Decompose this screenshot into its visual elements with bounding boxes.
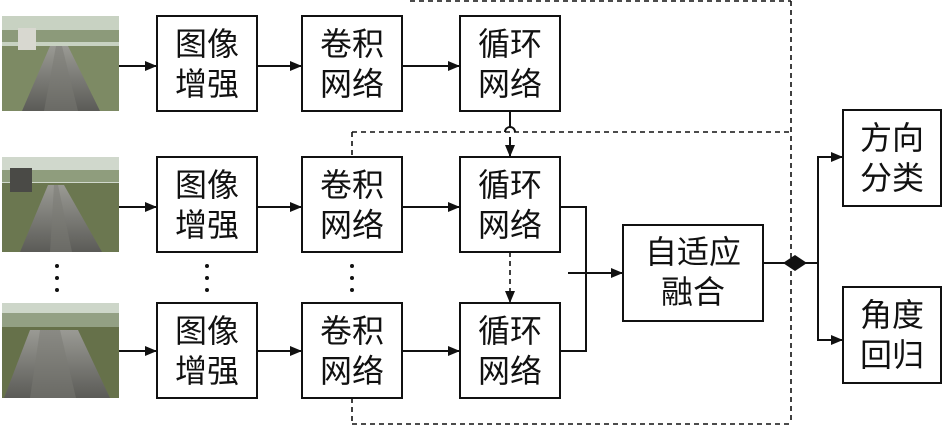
rnn-box-1 [459,15,561,112]
augment-label-2a: 图像 [175,166,239,204]
direction-box [842,109,942,207]
rnn-label-2b: 网络 [478,206,542,244]
angle-label-b: 回归 [860,336,924,374]
cnn-label-1b: 网络 [320,65,384,103]
augment-box-2 [156,156,258,253]
dashed-feedback-paths [351,0,792,425]
augment-label-2b: 增强 [175,206,239,244]
rnn-label-2a: 循环 [478,166,542,204]
rnn-box-3 [459,302,561,399]
direction-label-a: 方向 [860,119,924,157]
output-split [763,152,843,345]
input-image-3 [2,303,119,398]
angle-box [842,286,942,384]
augment-label-1a: 图像 [175,25,239,63]
angle-label-a: 角度 [860,296,924,334]
rnn-box-2 [459,156,561,253]
fusion-label-b: 融合 [661,273,725,311]
cnn-label-2b: 网络 [320,206,384,244]
fusion-label-a: 自适应 [645,233,741,271]
cnn-label-1a: 卷积 [320,25,384,63]
cnn-label-2a: 卷积 [320,166,384,204]
cnn-label-3a: 卷积 [320,312,384,350]
ellipsis-dots [55,264,354,292]
augment-label-1b: 增强 [175,65,239,103]
rnn-label-1a: 循环 [478,25,542,63]
cnn-box-2 [301,156,403,253]
augment-label-3b: 增强 [175,352,239,390]
rnn-label-3b: 网络 [478,352,542,390]
augment-label-3a: 图像 [175,312,239,350]
input-image-1 [2,16,119,111]
fusion-box [622,224,764,322]
merge-lines [560,206,623,352]
cnn-label-3b: 网络 [320,352,384,390]
rnn-label-3a: 循环 [478,312,542,350]
cnn-box-3 [301,302,403,399]
augment-box-1 [156,15,258,112]
rnn-chain-connector [504,111,516,303]
direction-label-b: 分类 [860,159,924,197]
rnn-label-1b: 网络 [478,65,542,103]
augment-box-3 [156,302,258,399]
input-image-2 [2,157,119,252]
cnn-box-1 [301,15,403,112]
